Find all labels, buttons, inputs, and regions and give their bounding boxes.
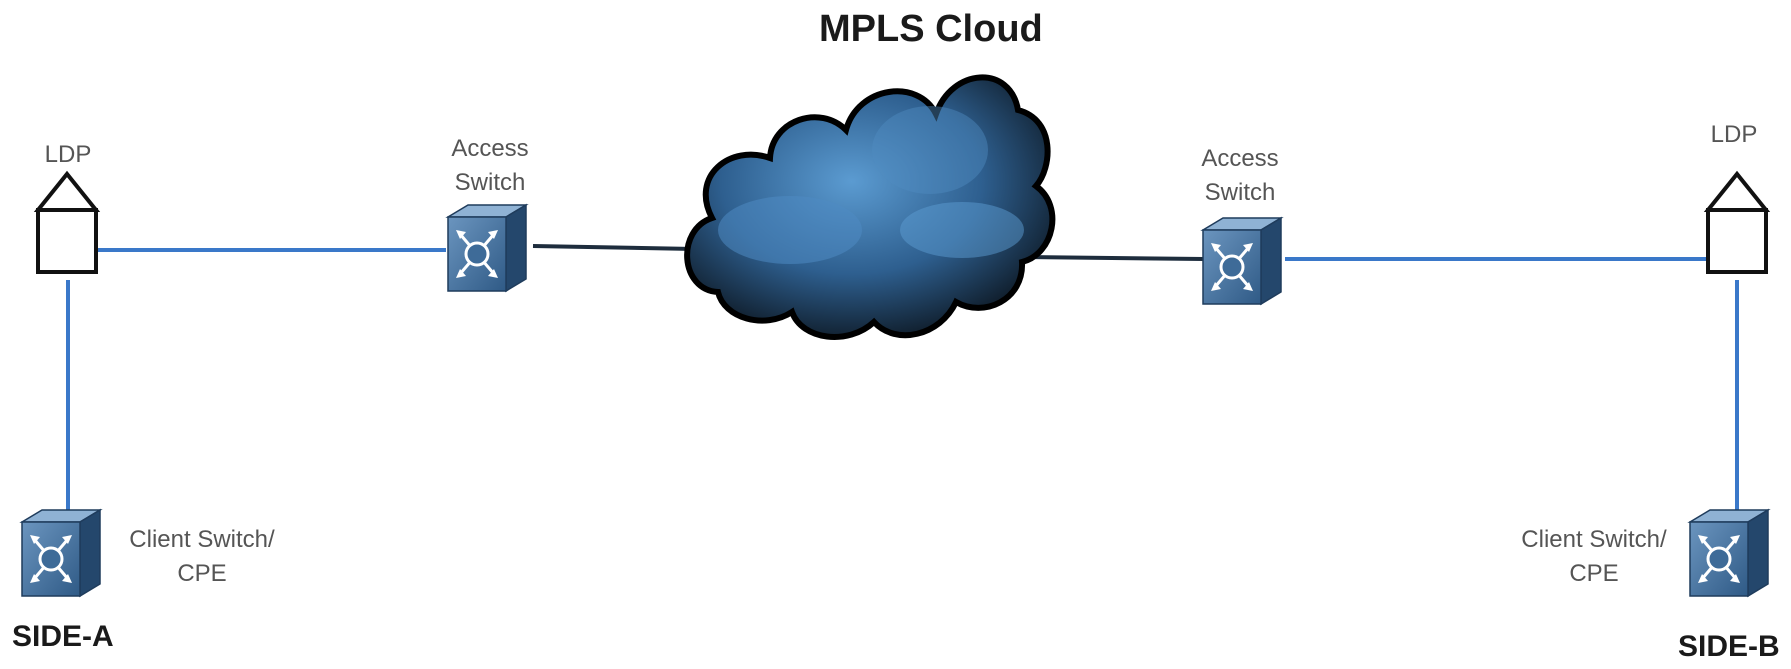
link-cloud-to-access-b [1024,255,1205,261]
client-switch-b-icon [1688,508,1770,598]
link-access-a-to-cloud [532,244,696,251]
ldp-a-label: LDP [44,141,92,168]
access-switch-b-label: Access Switch [1201,145,1279,206]
ldp-a-tag-icon [36,172,98,274]
ldp-b-tag-icon [1706,172,1768,274]
mpls-cloud-icon [684,74,1056,340]
mpls-cloud-title: MPLS Cloud [819,8,1043,50]
side-b-label: SIDE-B [1678,630,1780,663]
client-switch-a-label: Client Switch/ CPE [129,526,275,587]
access-switch-a-icon [446,203,528,293]
access-switch-b-icon [1201,216,1283,306]
side-a-label: SIDE-A [12,620,114,653]
client-switch-a-icon [20,508,102,598]
access-switch-a-label: Access Switch [451,135,529,196]
ldp-b-label: LDP [1710,121,1758,148]
client-switch-b-label: Client Switch/ CPE [1521,526,1667,587]
